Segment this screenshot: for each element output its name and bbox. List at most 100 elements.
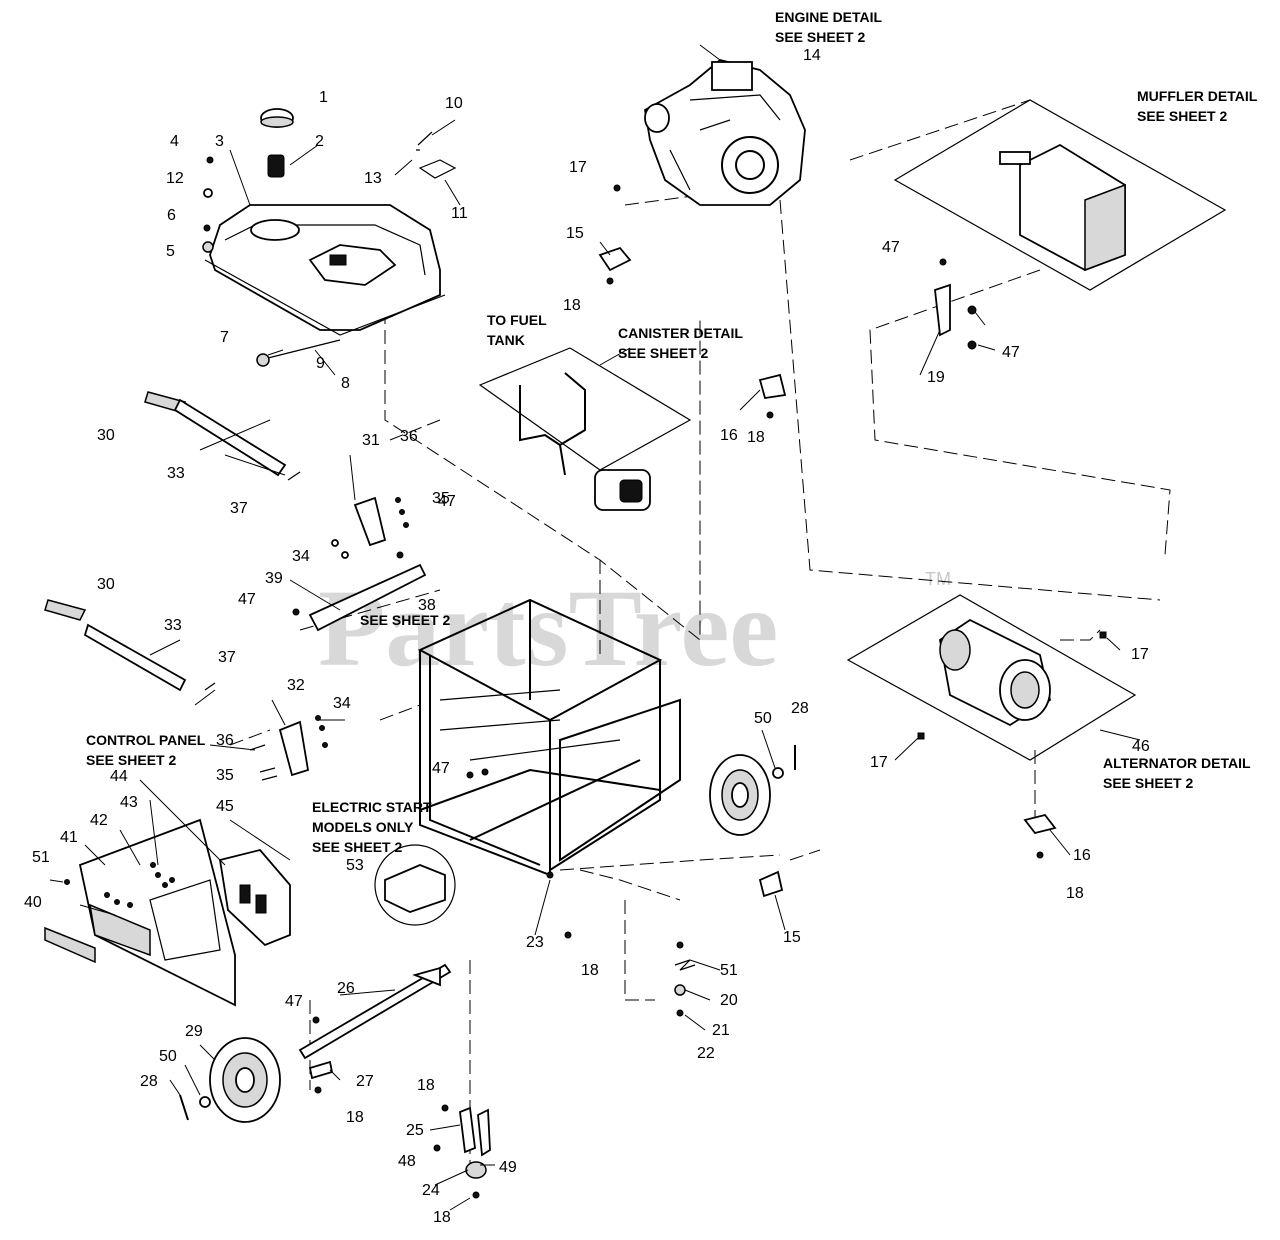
axle-bracket (412, 966, 441, 987)
grommet-5 (202, 241, 214, 253)
callout-18-center: 18 (581, 962, 599, 979)
screw-51-right (676, 941, 684, 949)
mount-16-right (758, 373, 787, 400)
mount-15-engine (598, 246, 632, 272)
hardware-34-35-36 (249, 497, 409, 781)
callout-33-lower: 33 (164, 617, 182, 634)
callout-32: 32 (287, 677, 305, 694)
callout-18-foot-top: 18 (417, 1077, 435, 1094)
svg-text:ELECTRIC START: ELECTRIC START (312, 799, 432, 815)
pin-37-upper (287, 471, 301, 481)
wheel-left (209, 1037, 281, 1123)
callout-8: 8 (341, 375, 350, 392)
callout-25: 25 (406, 1122, 424, 1139)
washer-50-right (772, 767, 784, 779)
canister-cap (619, 479, 643, 503)
mount-16-alt (1023, 813, 1057, 835)
screw-23 (546, 871, 554, 879)
svg-text:TANK: TANK (487, 332, 525, 348)
callout-42: 42 (90, 812, 108, 829)
svg-text:SEE SHEET 2: SEE SHEET 2 (312, 839, 402, 855)
callout-53: 53 (346, 857, 364, 874)
svg-text:SEE SHEET 2: SEE SHEET 2 (775, 29, 865, 45)
nameplate-40 (44, 926, 96, 964)
leader-lines (49, 44, 1141, 1211)
svg-text:SEE SHEET 2: SEE SHEET 2 (86, 752, 176, 768)
screw-47-frame-a (466, 771, 474, 779)
callout-11: 11 (451, 205, 468, 222)
note-see-sheet-2: SEE SHEET 2 (360, 612, 450, 628)
clip-20 (674, 959, 696, 971)
muffler-detail (893, 99, 1227, 291)
callout-34-upper: 34 (292, 548, 310, 565)
callout-47-muffler-top: 47 (882, 239, 900, 256)
callout-27: 27 (356, 1073, 374, 1090)
callout-35-lower: 35 (216, 767, 234, 784)
callout-14: 14 (803, 47, 821, 64)
handle-bracket-32 (278, 720, 310, 777)
callout-17-alt-left: 17 (870, 754, 888, 771)
callout-13: 13 (364, 170, 382, 187)
electric-start (374, 844, 456, 926)
nut-18-axle (314, 1086, 322, 1094)
callout-5: 5 (166, 243, 175, 260)
foot-bracket-25 (459, 1106, 476, 1154)
callout-41: 41 (60, 829, 78, 846)
callout-30-upper: 30 (97, 427, 115, 444)
callout-33-upper: 33 (167, 465, 185, 482)
callout-44: 44 (110, 768, 128, 785)
callout-4: 4 (170, 133, 179, 150)
callout-16-alt: 16 (1073, 847, 1091, 864)
handle-upper (144, 391, 287, 477)
callout-15-right: 15 (783, 929, 801, 946)
callout-18-foot-bottom: 18 (433, 1209, 451, 1226)
callout-24: 24 (422, 1182, 440, 1199)
callout-38: 38 (418, 597, 436, 614)
callout-47-frame: 47 (432, 760, 450, 777)
note-canister-detail: CANISTER DETAIL SEE SHEET 2 (618, 325, 743, 361)
callout-12: 12 (166, 170, 184, 187)
nut-18-right (766, 411, 774, 419)
handle-lower (44, 599, 187, 692)
callout-21: 21 (712, 1022, 730, 1039)
watermark-trademark: TM (925, 569, 951, 589)
callout-19: 19 (927, 369, 945, 386)
callout-28-right: 28 (791, 700, 809, 717)
callout-9: 9 (316, 355, 325, 372)
axle-mount-27 (308, 1060, 334, 1080)
callout-35-upper: 35 (432, 490, 450, 507)
callout-18-right: 18 (747, 429, 765, 446)
callout-50-right: 50 (754, 710, 772, 727)
nut-47-muffler-a (967, 305, 977, 315)
svg-text:MODELS ONLY: MODELS ONLY (312, 819, 414, 835)
callout-18-alt: 18 (1066, 885, 1084, 902)
callout-15-engine: 15 (566, 225, 584, 242)
screw-47-39 (292, 608, 300, 616)
callout-34-lower: 34 (333, 695, 351, 712)
svg-text:SEE SHEET 2: SEE SHEET 2 (618, 345, 708, 361)
handle-bracket-31 (353, 496, 387, 547)
callout-20: 20 (720, 992, 738, 1009)
engine-recoil (644, 103, 670, 133)
nut-17-alt-left (917, 732, 925, 740)
fuel-strainer (267, 154, 285, 178)
note-engine-detail: ENGINE DETAIL SEE SHEET 2 (775, 9, 883, 45)
nut-18-alt (1036, 851, 1044, 859)
fuel-gauge (329, 254, 347, 266)
callout-47-muffler-right: 47 (1002, 344, 1020, 361)
screw-47-frame-b (481, 768, 489, 776)
callout-39: 39 (265, 570, 283, 587)
callout-28-left: 28 (140, 1073, 158, 1090)
svg-text:ENGINE DETAIL: ENGINE DETAIL (775, 9, 883, 25)
note-to-fuel-tank: TO FUEL TANK (487, 312, 547, 348)
note-control-panel: CONTROL PANEL SEE SHEET 2 (86, 732, 206, 768)
callout-29: 29 (185, 1023, 203, 1040)
callout-17-alt-top: 17 (1131, 646, 1149, 663)
nut-18-foot-top (441, 1104, 449, 1112)
callout-51-panel: 51 (32, 849, 50, 866)
nut-22 (676, 1009, 684, 1017)
washer-50-left (199, 1096, 211, 1108)
screw-47-top (396, 551, 404, 559)
